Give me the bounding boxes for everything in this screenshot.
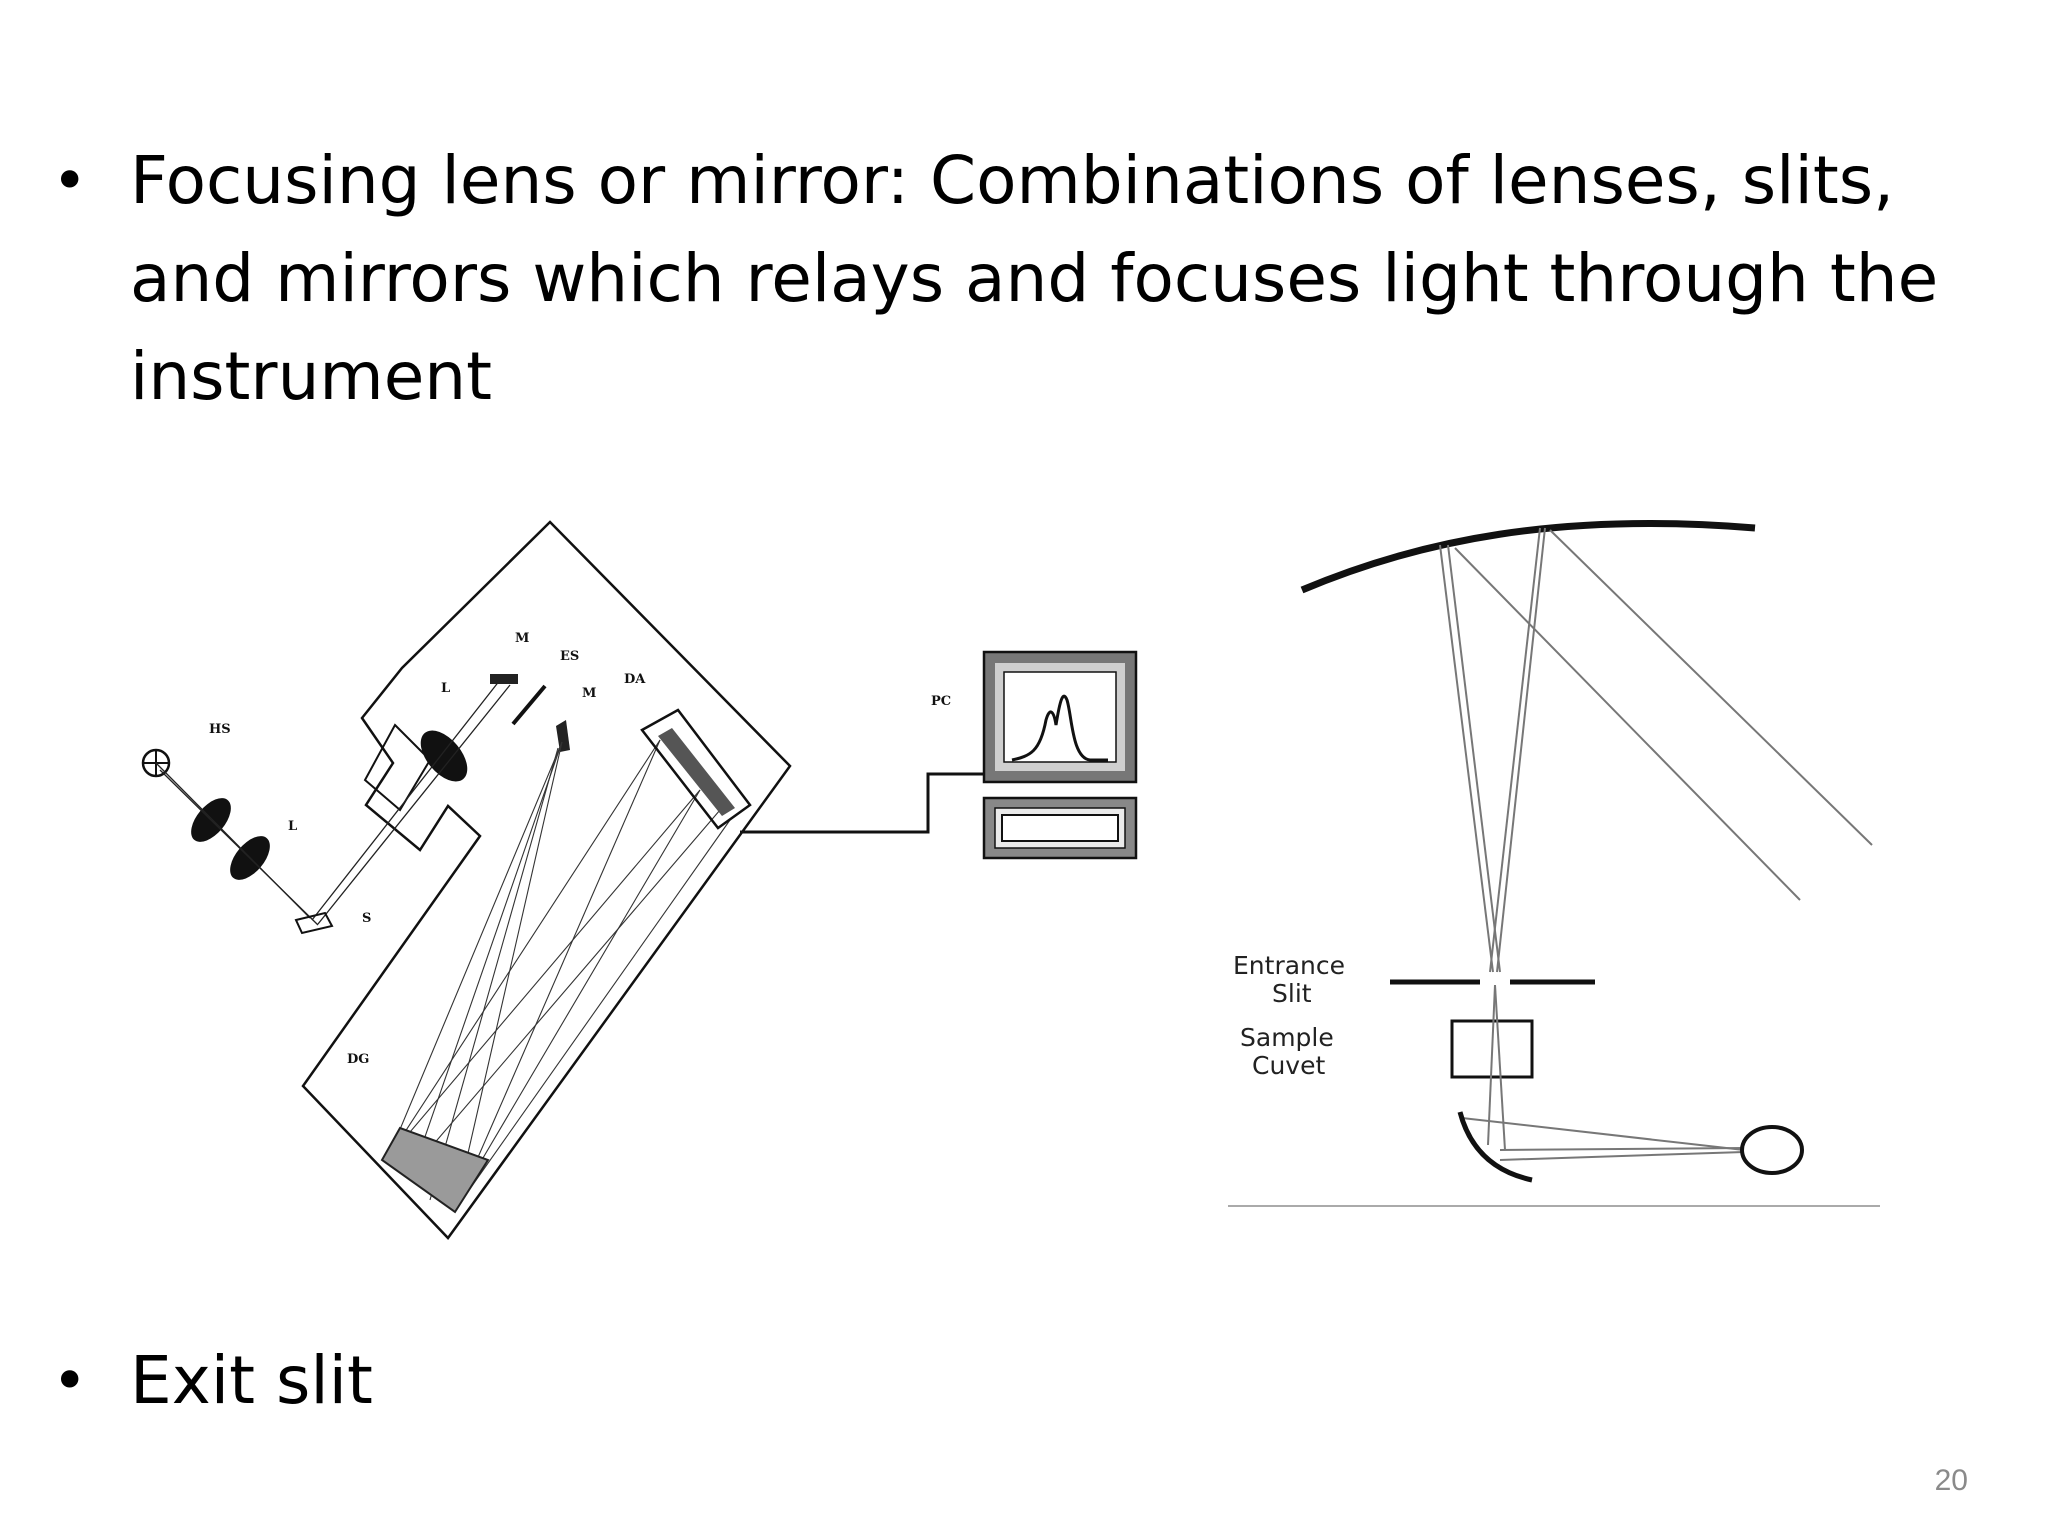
entrance-slit — [511, 684, 547, 726]
lens-3 — [420, 730, 468, 782]
pc-cable — [740, 772, 985, 834]
bullet-text: Exit slit — [130, 1342, 373, 1419]
housing-inner-arm — [363, 723, 432, 812]
label-pc: PC — [931, 694, 951, 709]
pc-base-icon — [982, 796, 1138, 860]
cuvet-inner-rays — [1461, 984, 1745, 1161]
mirror-s — [294, 911, 334, 935]
label-entrance-line2: Slit — [1272, 979, 1312, 1008]
spectrometer-housing — [301, 520, 792, 1240]
spectrometer-diagram: HS L L M ES M DA PC S DG — [141, 520, 1138, 1240]
bullet-marker: • — [52, 146, 88, 216]
label-m2: M — [582, 686, 596, 701]
label-da: DA — [624, 672, 646, 687]
bullet-text: Focusing lens or mirror: Combinations of… — [130, 142, 1939, 415]
input-beam — [155, 679, 511, 926]
label-es: ES — [560, 649, 579, 664]
cuvet-rays — [1439, 527, 1873, 973]
pc-monitor-icon — [982, 650, 1138, 784]
label-m1: M — [515, 631, 529, 646]
cuvet-diagram: Entrance Slit Sample Cuvet — [1228, 520, 1880, 1207]
label-dg: DG — [347, 1052, 369, 1067]
bullet-exit-slit: • Exit slit — [0, 1332, 1000, 1430]
detector-icon — [1740, 1125, 1804, 1175]
mirror-m1 — [490, 674, 518, 684]
detector-array — [640, 708, 752, 830]
label-hs: HS — [209, 722, 231, 737]
label-s: S — [362, 911, 371, 926]
label-sample-line1: Sample — [1240, 1023, 1334, 1052]
label-sample-line2: Cuvet — [1252, 1051, 1325, 1080]
sample-cuvet — [1450, 1019, 1534, 1079]
bullet-focusing-lens: • Focusing lens or mirror: Combinations … — [0, 132, 2020, 426]
focusing-mirror — [1457, 1111, 1533, 1183]
label-l1: L — [288, 819, 297, 834]
bullet-marker: • — [52, 1346, 88, 1416]
label-entrance-line1: Entrance — [1233, 951, 1345, 980]
internal-rays — [387, 739, 731, 1211]
label-l2: L — [441, 681, 450, 696]
page-number: 20 — [1934, 1464, 1968, 1497]
mirror-m2 — [556, 720, 570, 752]
diffraction-grating — [380, 1126, 490, 1214]
curved-mirror — [1300, 520, 1756, 594]
